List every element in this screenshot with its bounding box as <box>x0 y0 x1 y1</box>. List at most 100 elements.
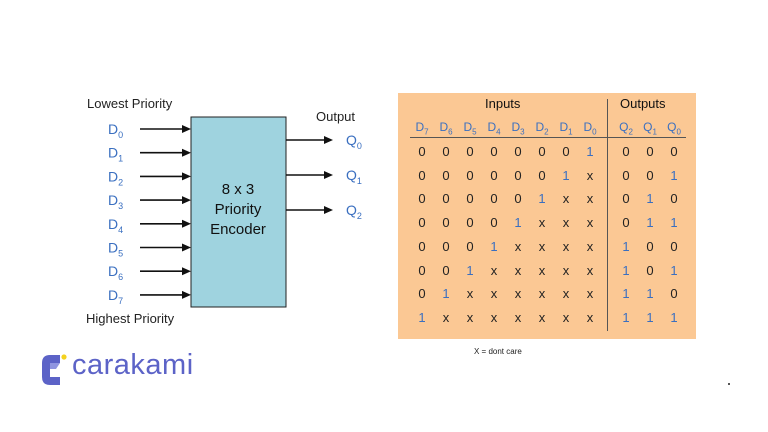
cell-row7-out1: 1 <box>646 309 654 325</box>
cell-row2-in1: 0 <box>442 191 450 207</box>
cell-row5-out1: 0 <box>646 262 654 278</box>
cell-row2-in5: 1 <box>538 191 546 207</box>
cell-row6-in4: x <box>514 286 522 302</box>
cell-row0-in3: 0 <box>490 144 498 159</box>
input-label-d6: D6 <box>108 263 123 282</box>
cell-row5-out0: 1 <box>622 262 630 278</box>
cell-row1-in2: 0 <box>466 167 474 183</box>
cell-row5-in4: x <box>514 262 522 278</box>
cell-row6-out0: 1 <box>622 286 630 302</box>
priority-encoder-diagram: Lowest Priority Highest Priority Output … <box>86 96 362 326</box>
carakami-logo-icon <box>42 354 67 385</box>
outputs-header: Outputs <box>620 96 666 111</box>
cell-row7-in7: x <box>586 309 594 325</box>
output-label: Output <box>316 109 355 124</box>
cell-row1-in7: x <box>586 167 594 183</box>
cell-row2-in7: x <box>586 191 594 207</box>
cell-row4-out0: 1 <box>622 238 630 254</box>
cell-row6-in0: 0 <box>418 286 426 302</box>
cell-row5-in0: 0 <box>418 262 426 278</box>
cell-row4-out1: 0 <box>646 238 654 254</box>
col-header-d4: D4 <box>487 120 501 137</box>
cell-row1-in6: 1 <box>562 167 570 183</box>
cell-row3-in1: 0 <box>442 215 450 231</box>
cell-row0-in2: 0 <box>466 144 474 159</box>
input-label-d0: D0 <box>108 121 123 140</box>
input-label-d4: D4 <box>108 216 123 235</box>
cell-row6-out2: 0 <box>670 286 678 302</box>
cell-row4-in6: x <box>562 238 570 254</box>
cell-row4-in1: 0 <box>442 238 450 254</box>
brand-name: carakami <box>72 349 194 381</box>
cell-row5-in6: x <box>562 262 570 278</box>
cell-row4-in3: 1 <box>490 238 498 254</box>
cell-row5-out2: 1 <box>670 262 678 278</box>
cell-row4-in5: x <box>538 238 546 254</box>
decorative-dot <box>728 383 730 385</box>
cell-row0-in7: 1 <box>586 144 594 159</box>
input-arrowhead-7 <box>182 290 191 299</box>
cell-row7-in6: x <box>562 309 570 325</box>
cell-row4-in2: 0 <box>466 238 474 254</box>
cell-row1-in4: 0 <box>514 167 522 183</box>
encoder-block <box>190 116 287 308</box>
input-label-d3: D3 <box>108 192 123 211</box>
col-header-q0: Q0 <box>667 120 681 137</box>
cell-row7-in2: x <box>466 309 474 325</box>
cell-row0-out1: 0 <box>646 144 654 159</box>
cell-row5-in2: 1 <box>466 262 474 278</box>
cell-row2-out2: 0 <box>670 191 678 207</box>
cell-row2-in0: 0 <box>418 191 426 207</box>
column-divider <box>607 99 608 331</box>
cell-row1-out0: 0 <box>622 167 630 183</box>
cell-row1-in5: 0 <box>538 167 546 183</box>
cell-row2-in2: 0 <box>466 191 474 207</box>
input-arrowhead-5 <box>182 243 191 252</box>
col-header-d7: D7 <box>415 120 429 137</box>
input-arrowhead-3 <box>182 196 191 205</box>
cell-row7-in0: 1 <box>418 309 426 325</box>
cell-row0-in1: 0 <box>442 144 450 159</box>
lowest-priority-label: Lowest Priority <box>87 96 173 111</box>
encoder-label-line-2: Priority <box>215 201 262 218</box>
cell-row2-in3: 0 <box>490 191 498 207</box>
input-arrowhead-2 <box>182 172 191 181</box>
cell-row2-in4: 0 <box>514 191 522 207</box>
cell-row2-out1: 1 <box>646 191 654 207</box>
input-arrowhead-1 <box>182 148 191 157</box>
cell-row4-out2: 0 <box>670 238 678 254</box>
cell-row1-in1: 0 <box>442 167 450 183</box>
cell-row3-in4: 1 <box>514 215 522 231</box>
cell-row0-out0: 0 <box>622 144 630 159</box>
cell-row3-in6: x <box>562 215 570 231</box>
cell-row0-in0: 0 <box>418 144 426 159</box>
cell-row0-in5: 0 <box>538 144 546 159</box>
cell-row0-in6: 0 <box>562 144 570 159</box>
cell-row7-out0: 1 <box>622 309 630 325</box>
input-arrowhead-6 <box>182 267 191 276</box>
cell-row1-out1: 0 <box>646 167 654 183</box>
cell-row3-out2: 1 <box>670 215 678 231</box>
cell-row7-in5: x <box>538 309 546 325</box>
cell-row4-in4: x <box>514 238 522 254</box>
cell-row3-in2: 0 <box>466 215 474 231</box>
col-header-d2: D2 <box>535 120 549 137</box>
cell-row7-out2: 1 <box>670 309 678 325</box>
input-label-d5: D5 <box>108 240 123 259</box>
cell-row3-in7: x <box>586 215 594 231</box>
output-arrowhead-2 <box>324 206 333 214</box>
inputs-header: Inputs <box>485 96 521 111</box>
cell-row2-in6: x <box>562 191 570 207</box>
cell-row6-in7: x <box>586 286 594 302</box>
cell-row6-in1: 1 <box>442 286 450 302</box>
input-label-d1: D1 <box>108 145 123 164</box>
cell-row3-out1: 1 <box>646 215 654 231</box>
output-arrowhead-1 <box>324 171 333 179</box>
cell-row1-out2: 1 <box>670 167 678 183</box>
input-label-d7: D7 <box>108 287 123 306</box>
output-label-q1: Q1 <box>346 167 362 186</box>
cell-row7-in3: x <box>490 309 498 325</box>
cell-row7-in1: x <box>442 309 450 325</box>
cell-row5-in3: x <box>490 262 498 278</box>
